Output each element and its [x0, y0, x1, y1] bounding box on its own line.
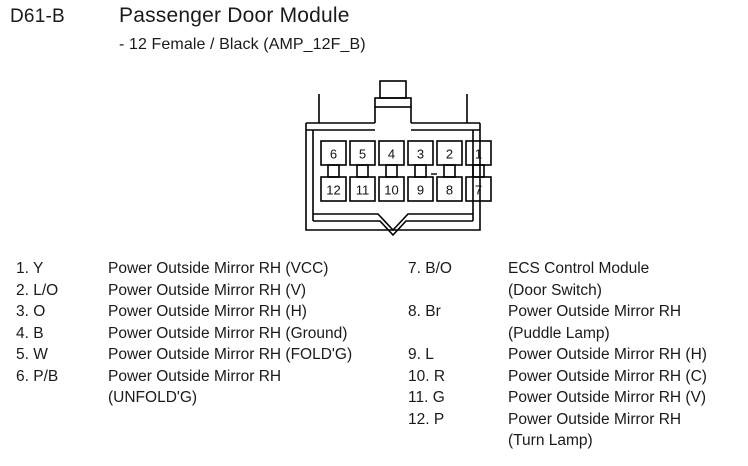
connector-subtitle: - 12 Female / Black (AMP_12F_B) [119, 36, 366, 53]
bottom-notch-inner [313, 220, 473, 237]
pin-row: 11. G Power Outside Mirror RH (V) [408, 387, 748, 409]
pin-desc: Power Outside Mirror RH (VCC) [108, 260, 329, 277]
pin-cavity-12 [320, 176, 347, 202]
pin-label-7: 7 [475, 183, 482, 198]
pin-id: 12. P [408, 410, 445, 428]
pin-desc: Power Outside Mirror RH (UNFOLD'G) [108, 367, 282, 407]
pin-cavity-7 [465, 176, 492, 202]
bottom-notch [313, 213, 473, 232]
pin-label-3: 3 [417, 147, 424, 162]
pin-label-11: 11 [356, 183, 370, 198]
pin-label-1: 1 [475, 147, 482, 162]
pin-id: 1. Y [16, 260, 44, 277]
pin-row: 3. O Power Outside Mirror RH (H) [16, 301, 406, 323]
pin-row: 10. R Power Outside Mirror RH (C) [408, 366, 748, 388]
pin-label-2: 2 [446, 147, 453, 162]
pin-row: 12. P Power Outside Mirror RH (Turn Lamp… [408, 409, 748, 452]
page-title: Passenger Door Module [119, 4, 350, 27]
pin-label-9: 9 [417, 183, 424, 198]
pin-list-right: 7. B/O ECS Control Module (Door Switch) … [408, 258, 748, 452]
pin-list-left: 1. Y Power Outside Mirror RH (VCC) 2. L/… [16, 258, 406, 409]
pin-label-6: 6 [330, 147, 337, 162]
pin-row: 7. B/O ECS Control Module (Door Switch) [408, 258, 748, 301]
pin-id: 6. P/B [16, 367, 59, 385]
pin-label-12: 12 [326, 183, 340, 198]
pin-cavity-9 [407, 176, 434, 202]
pin-desc: Power Outside Mirror RH (Puddle Lamp) [508, 303, 682, 342]
pin-label-5: 5 [359, 147, 366, 162]
pin-bridge-6-12 [327, 164, 340, 178]
pin-id: 7. B/O [408, 260, 452, 277]
pin-id: 5. W [16, 346, 48, 363]
pin-row: 1. Y Power Outside Mirror RH (VCC) [16, 258, 406, 280]
latch-shoulder [374, 97, 412, 108]
latch-tab-icon [379, 80, 407, 99]
connector-svg: 6 5 4 3 2 1 12 11 10 9 8 7 [305, 80, 492, 237]
pin-row: 8. Br Power Outside Mirror RH (Puddle La… [408, 301, 748, 344]
pin-cavity-10 [378, 176, 405, 202]
pin-desc: Power Outside Mirror RH (FOLD'G) [108, 346, 353, 363]
latch-neck [374, 107, 412, 123]
pin-desc: ECS Control Module (Door Switch) [508, 260, 650, 299]
pin-cavity-11 [349, 176, 376, 202]
pin-id: 4. B [16, 324, 44, 342]
pin-row: 4. B Power Outside Mirror RH (Ground) [16, 323, 406, 345]
connector-body-inner [312, 130, 474, 221]
pin-desc: Power Outside Mirror RH (H) [508, 346, 707, 363]
connector-code: D61-B [10, 6, 65, 27]
connector-diagram: 6 5 4 3 2 1 12 11 10 9 8 7 [300, 78, 500, 238]
pin-label-10: 10 [384, 183, 398, 198]
pin-row: 2. L/O Power Outside Mirror RH (V) [16, 280, 406, 302]
pin-label-4: 4 [388, 147, 395, 162]
pin-desc: Power Outside Mirror RH (V) [508, 389, 707, 406]
pin-id: 3. O [16, 303, 46, 320]
pin-desc: Power Outside Mirror RH (Turn Lamp) [508, 410, 682, 450]
pin-bridge-1-7 [472, 164, 485, 178]
pin-desc: Power Outside Mirror RH (Ground) [108, 324, 348, 342]
pin-id: 8. Br [408, 303, 441, 320]
pin-id: 9. L [408, 346, 434, 363]
pin-bridge-5-11 [356, 164, 369, 178]
pin-bridge-4-10 [385, 164, 398, 178]
pin-row: 6. P/B Power Outside Mirror RH (UNFOLD'G… [16, 366, 406, 409]
pin-desc: Power Outside Mirror RH (C) [508, 367, 707, 385]
pin-id: 2. L/O [16, 281, 59, 299]
pin-id: 11. G [408, 389, 445, 406]
pin-id: 10. R [408, 367, 446, 385]
pin-bridge-2-8 [443, 164, 456, 178]
pin-cavity-8 [436, 176, 463, 202]
pin-desc: Power Outside Mirror RH (H) [108, 303, 307, 320]
pin-label-8: 8 [446, 183, 453, 198]
pin-bridge-3-9 [414, 164, 427, 178]
pin-row: 9. L Power Outside Mirror RH (H) [408, 344, 748, 366]
pin-desc: Power Outside Mirror RH (V) [108, 281, 307, 299]
pin-row: 5. W Power Outside Mirror RH (FOLD'G) [16, 344, 406, 366]
